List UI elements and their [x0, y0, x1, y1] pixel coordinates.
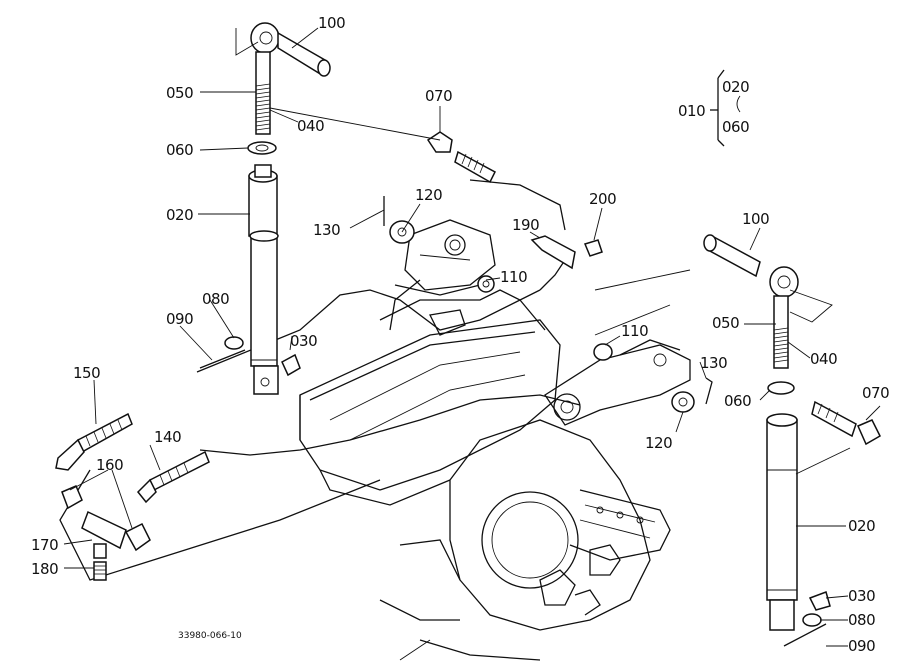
callout-010: 010: [678, 102, 705, 120]
leader-lines: [63, 27, 881, 647]
callout-140: 140: [154, 428, 181, 446]
callout-020-right: 020: [848, 517, 875, 535]
callout-080-left: 080: [202, 290, 229, 308]
callout-120-center: 120: [415, 186, 442, 204]
front-axle-frame-icon: [299, 219, 691, 661]
assembly-note-010: [710, 69, 741, 147]
callout-060-left: 060: [166, 141, 193, 159]
callout-020-left: 020: [166, 206, 193, 224]
callout-030-right: 030: [848, 587, 875, 605]
callout-090-right: 090: [848, 637, 875, 655]
callout-080-right: 080: [848, 611, 875, 629]
left-hose-set: [55, 412, 210, 581]
callout-040-right: 040: [810, 350, 837, 368]
callout-050-right: 050: [712, 314, 739, 332]
callout-090-left: 090: [166, 310, 193, 328]
callout-110-right: 110: [621, 322, 648, 340]
callout-labels: 100 050 040 060 020 070 130 120 110 190 …: [31, 14, 890, 655]
callout-200: 200: [589, 190, 616, 208]
drawing-number: 33980-066-10: [178, 631, 242, 641]
callout-180: 180: [31, 560, 58, 578]
callout-060-note: 060: [722, 118, 749, 136]
callout-070-right: 070: [862, 384, 889, 402]
callout-060-right: 060: [724, 392, 751, 410]
callout-040-left: 040: [297, 117, 324, 135]
callout-070-center: 070: [425, 87, 452, 105]
callout-020-note: 020: [722, 78, 749, 96]
callout-030-left: 030: [290, 332, 317, 350]
callout-130-right: 130: [700, 354, 727, 372]
center-fittings: [383, 131, 603, 293]
callout-160: 160: [96, 456, 123, 474]
callout-170: 170: [31, 536, 58, 554]
callout-190: 190: [512, 216, 539, 234]
callout-110-center: 110: [500, 268, 527, 286]
callout-100-left: 100: [318, 14, 345, 32]
right-cylinder-assembly: [593, 234, 881, 647]
callout-120-right: 120: [645, 434, 672, 452]
callout-100-right: 100: [742, 210, 769, 228]
callout-050-left: 050: [166, 84, 193, 102]
callout-130-center: 130: [313, 221, 340, 239]
left-cylinder-assembly: [199, 22, 331, 395]
callout-150: 150: [73, 364, 100, 382]
reference-brackets: [235, 28, 833, 336]
